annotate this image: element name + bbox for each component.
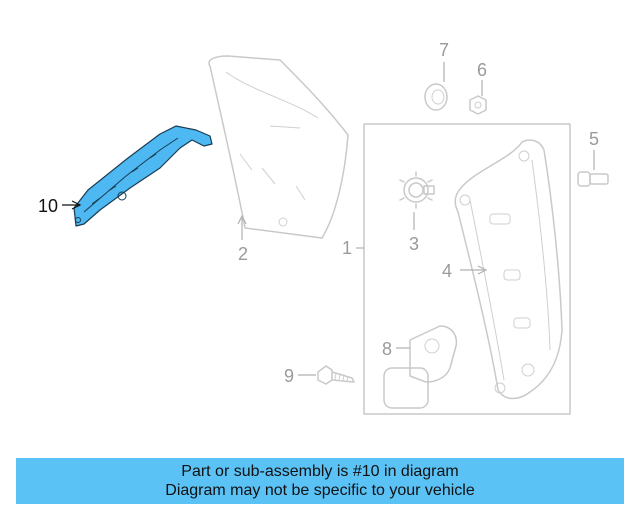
banner-line-1: Part or sub-assembly is #10 in diagram xyxy=(181,463,459,480)
fastener-part-5 xyxy=(577,150,609,187)
motor-part-8 xyxy=(383,325,458,409)
callout-4: 4 xyxy=(442,261,452,281)
pulley-part-3 xyxy=(399,171,435,230)
callout-8: 8 xyxy=(382,339,392,359)
door-glass-part-2 xyxy=(208,55,349,240)
callout-5: 5 xyxy=(589,129,599,149)
banner-line-2: Diagram may not be specific to your vehi… xyxy=(165,482,475,499)
callout-6: 6 xyxy=(477,60,487,80)
guide-rail-part-10 xyxy=(62,125,213,227)
regulator-assembly-box-part-1 xyxy=(356,123,571,415)
window-regulator-part-4 xyxy=(454,139,563,400)
callout-2: 2 xyxy=(238,244,248,264)
info-banner: Part or sub-assembly is #10 in diagram D… xyxy=(16,458,624,504)
callout-9: 9 xyxy=(284,366,294,386)
callout-7: 7 xyxy=(439,40,449,60)
callout-10: 10 xyxy=(38,196,58,216)
nut-part-6 xyxy=(469,80,487,115)
grommet-part-7 xyxy=(424,62,448,111)
callout-3: 3 xyxy=(409,234,419,254)
callout-1: 1 xyxy=(342,238,352,258)
screw-part-9 xyxy=(298,365,355,385)
